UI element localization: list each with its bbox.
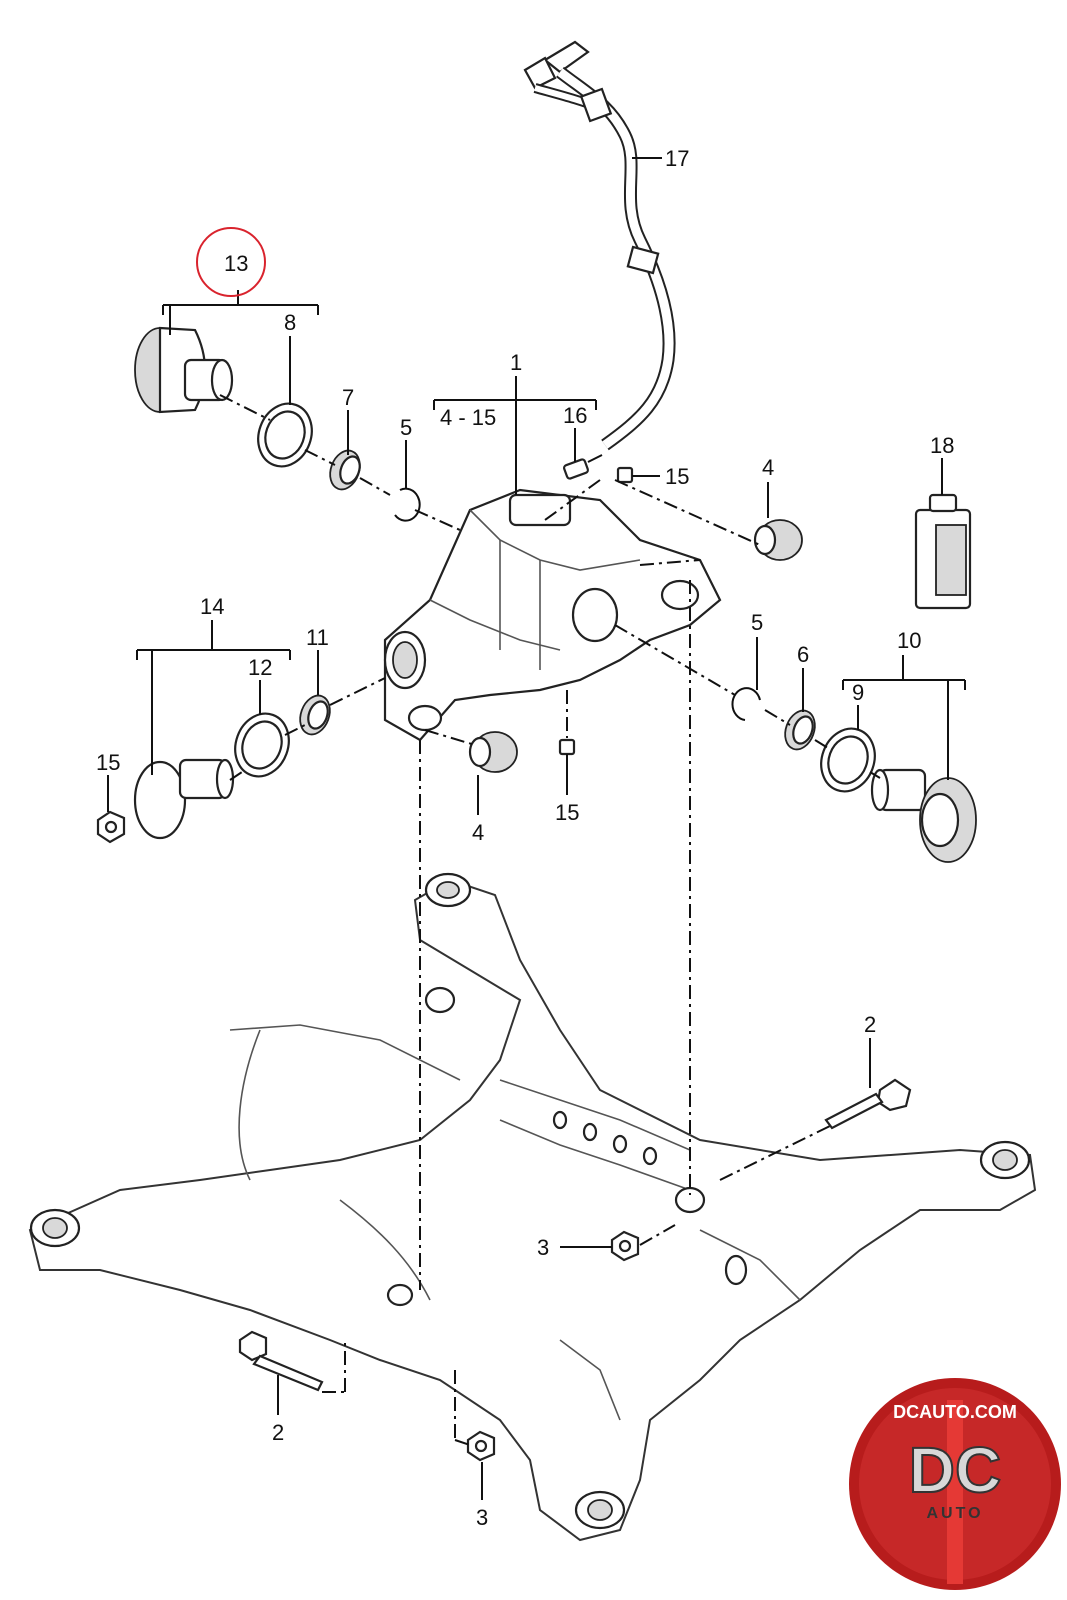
callout-8-right: 9	[852, 680, 864, 705]
bushing-11	[299, 694, 331, 736]
dcauto-logo: DCAUTO.COM DC AUTO	[849, 1378, 1061, 1590]
logo-sub-text: AUTO	[926, 1505, 983, 1522]
callout-17: 17	[665, 146, 689, 171]
callout-11: 11	[306, 625, 329, 650]
callout-9: 10	[897, 628, 921, 653]
callout-12: 12	[248, 655, 272, 680]
plug-15-bottom	[558, 738, 576, 756]
callout-labels: 13 8 7 5 1 4 - 15 16 15 17 4 18 14 12 11…	[96, 146, 954, 1530]
seal-ring-12	[234, 712, 290, 778]
callout-15-top: 15	[665, 464, 689, 489]
callout-5-right: 5	[751, 610, 763, 635]
callout-7: 7	[342, 385, 354, 410]
bolt-2-right	[824, 1078, 912, 1130]
plug-15-top	[616, 466, 634, 484]
highlight-circle	[196, 227, 266, 297]
callout-1: 1	[510, 350, 522, 375]
callout-18: 18	[930, 433, 954, 458]
seal-ring-8-right	[820, 727, 876, 793]
assembly-lines	[219, 394, 881, 1446]
sensor-16	[563, 454, 603, 480]
callout-16: 16	[563, 403, 587, 428]
callout-4-15: 4 - 15	[440, 405, 496, 430]
callout-10: 13	[224, 251, 248, 276]
callout-14: 15	[96, 750, 120, 775]
callout-5-left: 5	[400, 415, 412, 440]
nut-14	[96, 810, 126, 844]
callout-2-left: 2	[272, 1420, 284, 1445]
bushing-4-lower	[468, 731, 518, 773]
oil-bottle-18	[914, 493, 972, 610]
callout-8-left: 8	[284, 310, 296, 335]
callout-6: 6	[797, 642, 809, 667]
leader-lines	[107, 157, 966, 1500]
callout-13: 14	[200, 594, 224, 619]
nut-3-upper	[610, 1230, 640, 1262]
bushing-4-right	[753, 519, 803, 561]
output-flange-9	[870, 768, 977, 863]
logo-top-text: DCAUTO.COM	[893, 1402, 1017, 1422]
callout-15-bottom: 15	[555, 800, 579, 825]
differential-housing	[383, 488, 722, 742]
callout-4-lower: 4	[472, 820, 484, 845]
nut-3-lower	[466, 1430, 496, 1462]
bolt-2-left	[238, 1330, 324, 1392]
circlip-5-right	[731, 687, 761, 721]
bushing-6	[784, 709, 816, 751]
wiring-harness	[523, 40, 676, 451]
callout-3-lower: 3	[476, 1505, 488, 1530]
logo-main-text: DC	[909, 1434, 1001, 1506]
rear-subframe	[28, 872, 1037, 1542]
output-flange-left	[134, 326, 234, 414]
callout-2-right: 2	[864, 1012, 876, 1037]
output-flange-13	[133, 758, 235, 840]
bushing-7	[329, 449, 361, 491]
seal-ring-8-left	[257, 402, 313, 468]
callout-4-right: 4	[762, 455, 774, 480]
callout-3-upper: 3	[537, 1235, 549, 1260]
circlip-5-left	[394, 487, 421, 522]
